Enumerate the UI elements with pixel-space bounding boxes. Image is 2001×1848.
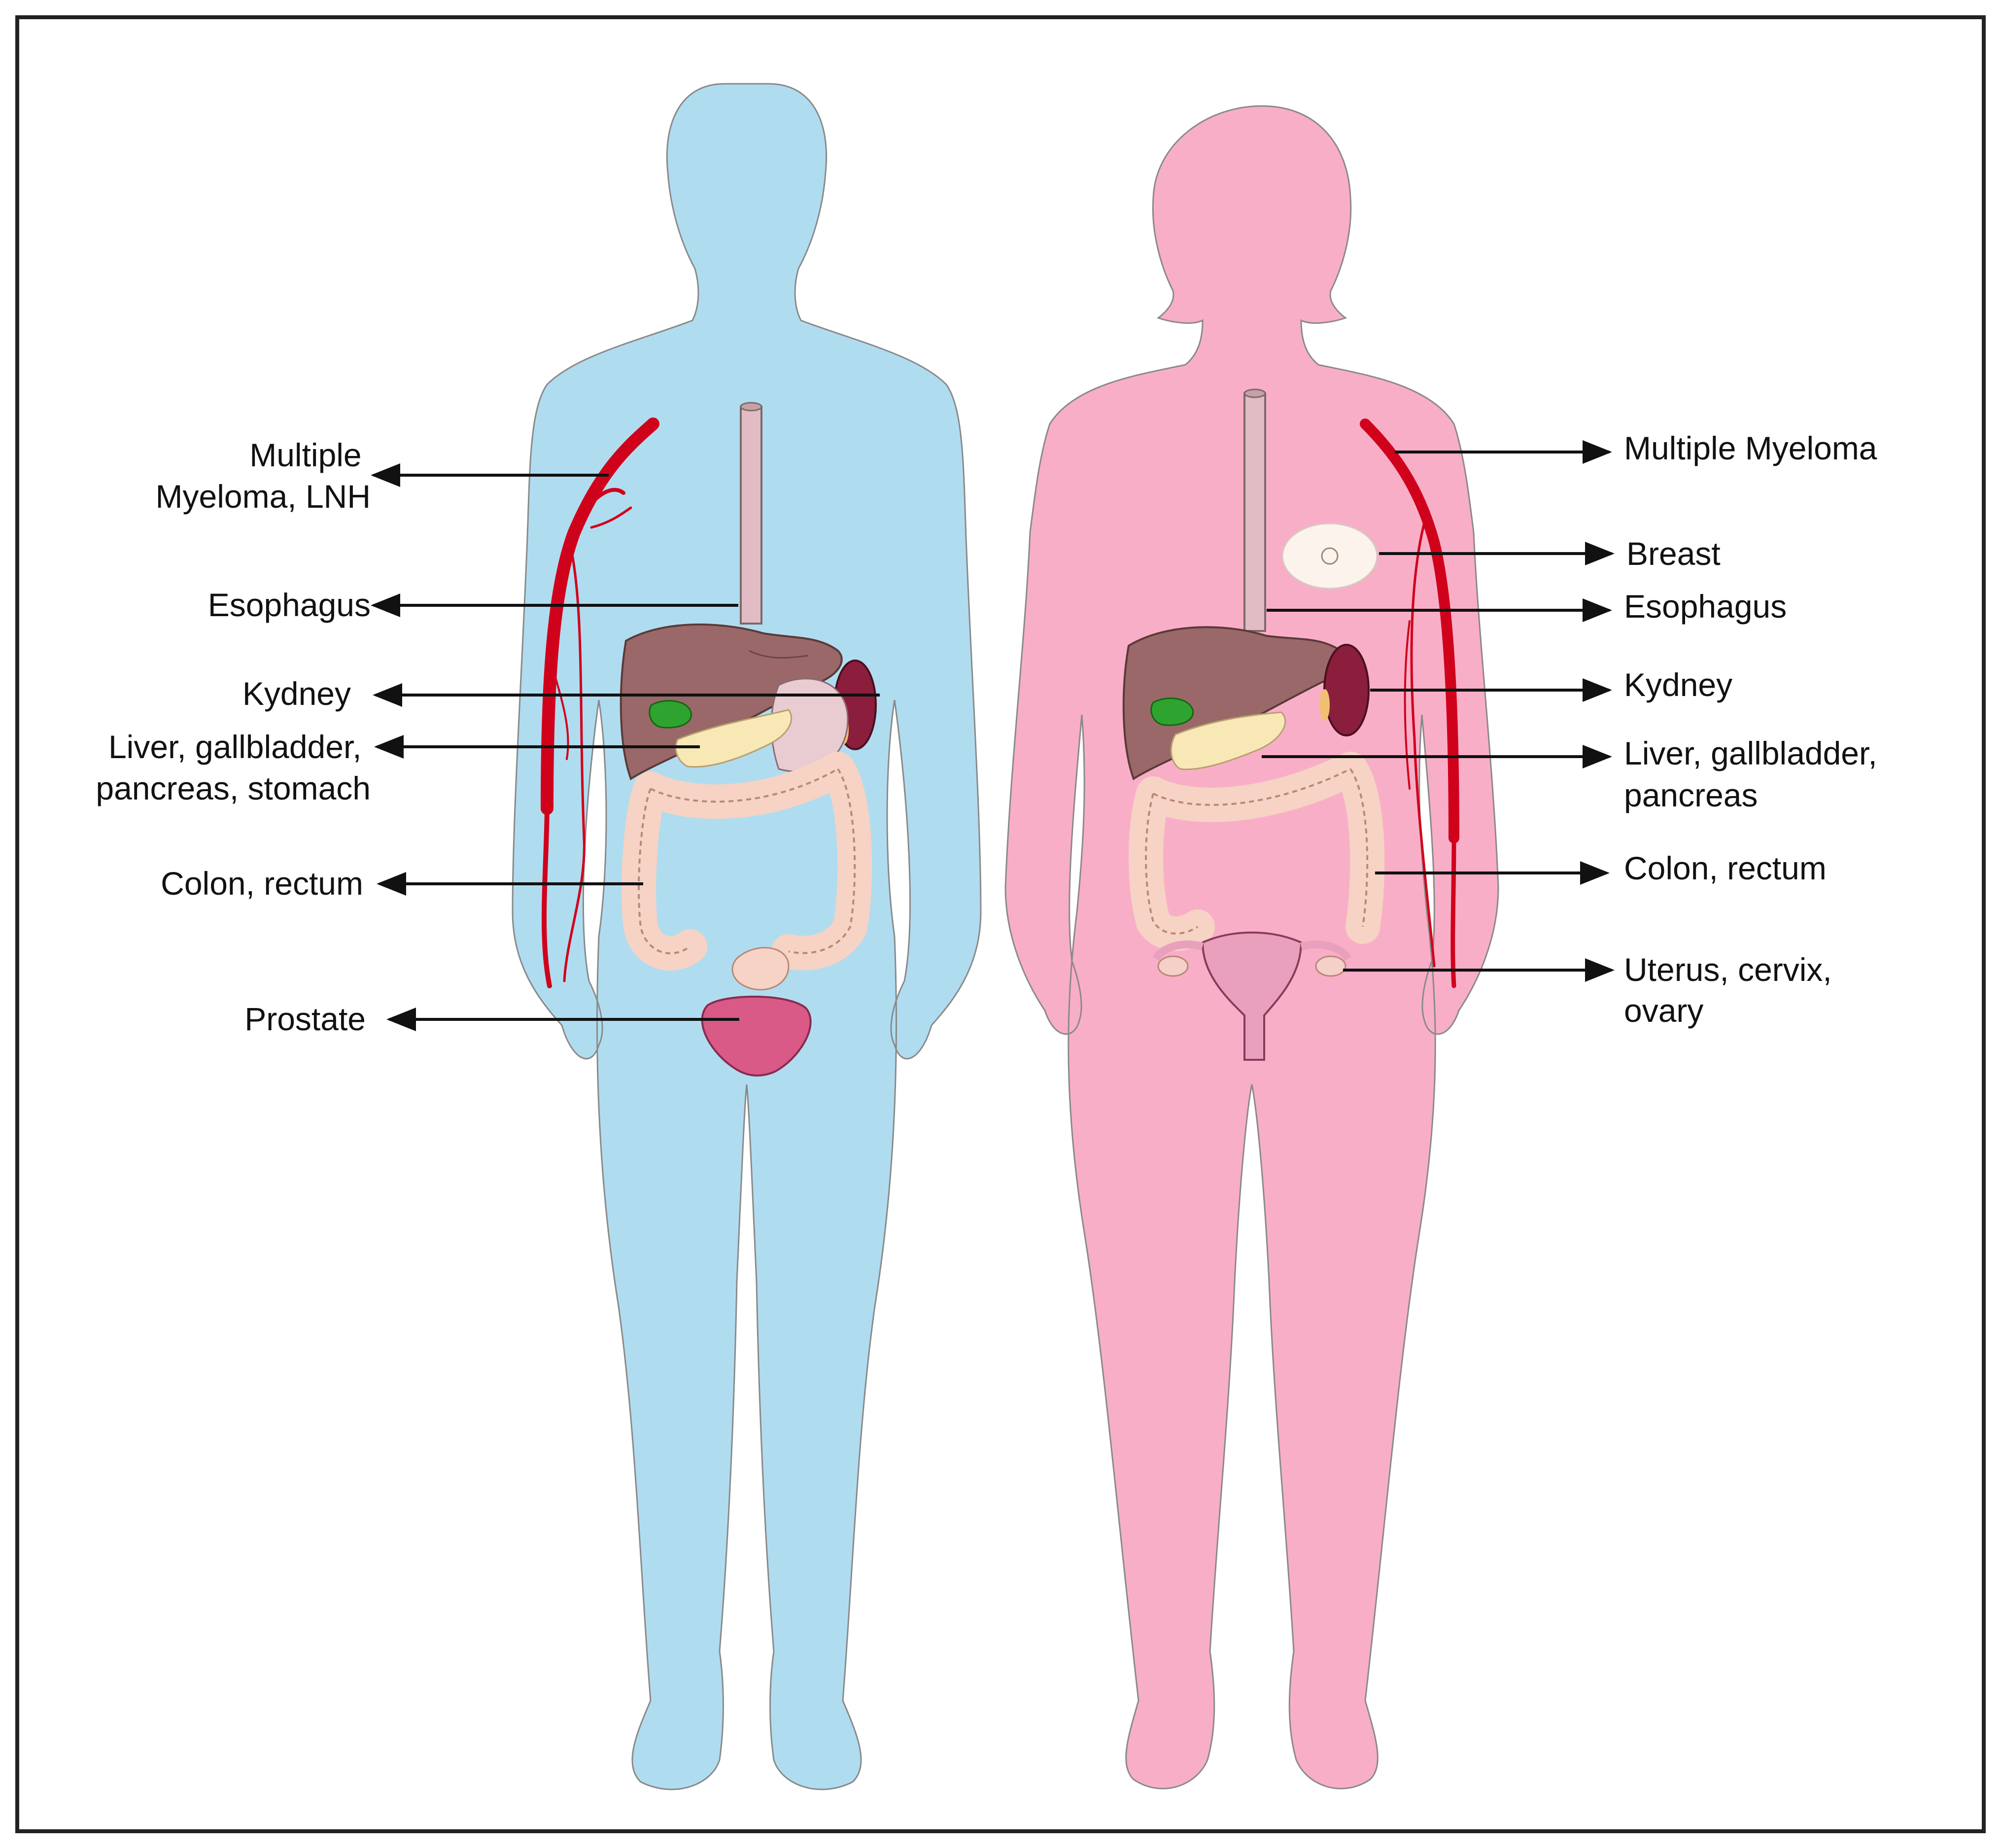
male-label-esophagus: Esophagus xyxy=(208,587,371,623)
female-colon-outline xyxy=(1145,768,1369,935)
label-line: Uterus, cervix, xyxy=(1624,951,1832,988)
female-arm-artery xyxy=(1360,418,1459,988)
female-label-esophagus: Esophagus xyxy=(1624,588,1787,625)
female-fallopian-right xyxy=(1300,941,1351,961)
male-colon-outline xyxy=(638,768,856,955)
figure-frame xyxy=(15,15,1986,1833)
female-ovary-left xyxy=(1157,955,1189,977)
male-label-multiple-myeloma: Multiple Myeloma, LNH xyxy=(156,437,371,515)
male-body-silhouette xyxy=(512,83,982,1790)
male-figure xyxy=(512,83,982,1790)
male-esophagus xyxy=(740,406,762,625)
female-fallopian-left xyxy=(1152,941,1204,961)
label-line: Multiple Myeloma xyxy=(1624,430,1877,466)
label-line: Colon, rectum xyxy=(161,865,363,902)
label-line: Liver, gallbladder, xyxy=(1624,735,1877,771)
male-arrows xyxy=(371,463,880,1031)
label-line: Esophagus xyxy=(208,587,371,623)
male-labels: Multiple Myeloma, LNH Esophagus Kydney L… xyxy=(96,437,371,1037)
female-breast xyxy=(1281,523,1378,590)
female-label-kidney: Kydney xyxy=(1624,666,1732,703)
female-label-uterus: Uterus, cervix, ovary xyxy=(1624,951,1841,1029)
label-line: Multiple xyxy=(249,437,361,473)
male-label-colon: Colon, rectum xyxy=(161,865,363,902)
female-kidney xyxy=(1323,644,1370,736)
female-label-breast: Breast xyxy=(1626,535,1721,572)
female-breast-nipple xyxy=(1321,547,1339,565)
label-line: Breast xyxy=(1626,535,1721,572)
label-line: Colon, rectum xyxy=(1624,850,1827,886)
male-label-prostate: Prostate xyxy=(244,1001,366,1037)
label-line: Kydney xyxy=(1624,666,1732,703)
female-esophagus xyxy=(1243,392,1266,632)
female-esophagus-top xyxy=(1243,388,1266,398)
female-labels: Multiple Myeloma Breast Esophagus Kydney… xyxy=(1624,430,1886,1029)
male-gallbladder xyxy=(649,700,692,729)
female-pancreas xyxy=(1170,711,1286,770)
male-arm-artery xyxy=(541,418,659,988)
label-line: Kydney xyxy=(242,675,351,712)
male-label-kidney: Kydney xyxy=(242,675,351,712)
male-label-liver: Liver, gallbladder, pancreas, stomach xyxy=(96,729,371,806)
label-line: Prostate xyxy=(244,1001,366,1037)
label-line: ovary xyxy=(1624,992,1703,1029)
female-uterus xyxy=(1201,931,1303,1061)
female-gallbladder xyxy=(1150,697,1194,726)
female-adrenal xyxy=(1320,689,1330,721)
female-figure xyxy=(1004,105,1499,1790)
label-line: Esophagus xyxy=(1624,588,1787,625)
female-arrows xyxy=(1262,440,1615,982)
female-ovary-right xyxy=(1315,955,1346,977)
male-rectum xyxy=(731,947,790,991)
male-liver-shade xyxy=(749,650,809,659)
female-label-colon: Colon, rectum xyxy=(1624,850,1827,886)
label-line: pancreas xyxy=(1624,777,1758,813)
female-label-liver: Liver, gallbladder, pancreas xyxy=(1624,735,1886,813)
male-pancreas xyxy=(675,709,793,768)
label-line: Liver, gallbladder, xyxy=(108,729,362,765)
male-prostate xyxy=(701,995,812,1077)
label-line: Myeloma, LNH xyxy=(156,478,371,515)
male-esophagus-top xyxy=(740,402,762,412)
female-label-multiple-myeloma: Multiple Myeloma xyxy=(1624,430,1877,466)
label-line: pancreas, stomach xyxy=(96,770,371,806)
